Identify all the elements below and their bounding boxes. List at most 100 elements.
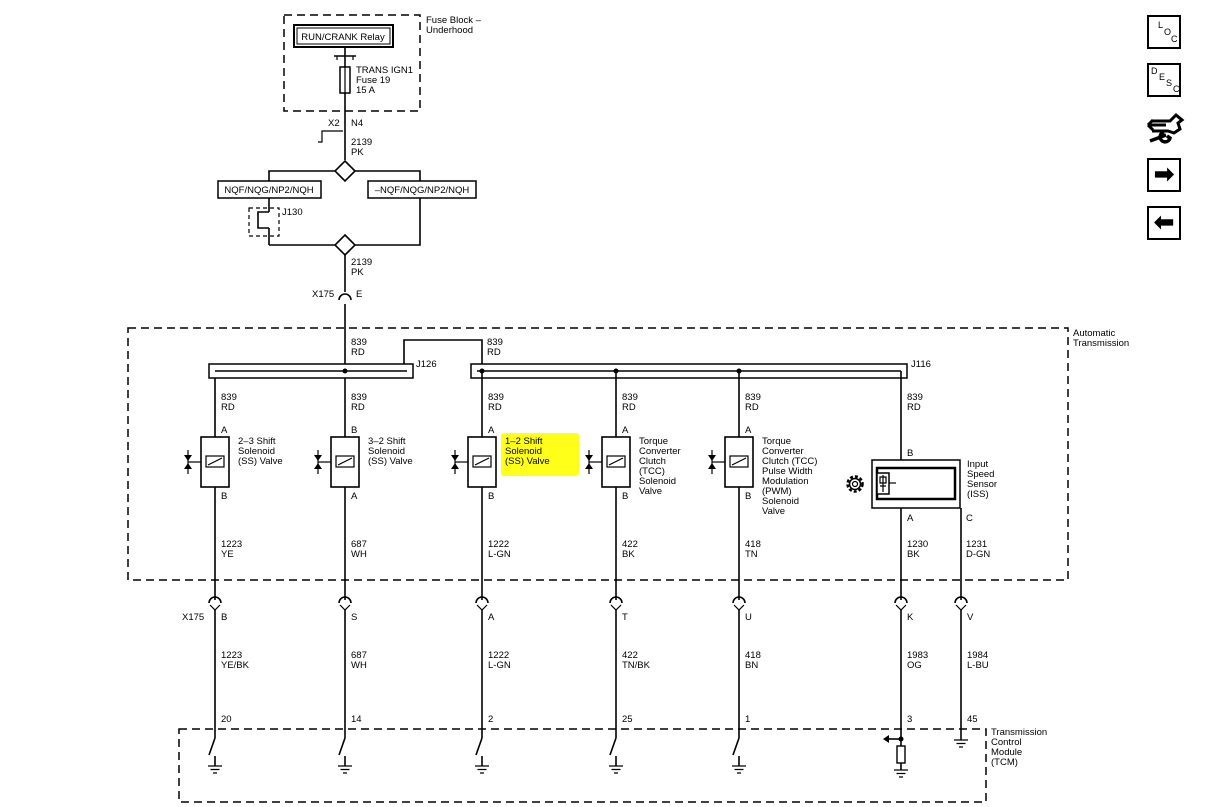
- solenoid-3-label-0: Torque: [639, 436, 668, 447]
- connector-pin-3-symbol: [609, 596, 623, 604]
- solenoid-4-label-4: Modulation: [762, 476, 808, 487]
- harness-wire-2-color: L-GN: [488, 660, 511, 671]
- harness-wire-3-num: 422: [622, 650, 638, 661]
- solenoid-3-label-5: Valve: [639, 486, 662, 497]
- fuse-label-1: TRANS IGN1: [356, 65, 413, 76]
- solenoid-1-wire-top-color: RD: [351, 402, 365, 413]
- harness-wire-5-color: OG: [907, 660, 922, 671]
- gear-icon: [846, 475, 864, 493]
- solenoid-2-wire-top-color: RD: [488, 402, 502, 413]
- description-button[interactable]: D E S C: [1147, 63, 1181, 97]
- ground-icon: [475, 765, 489, 774]
- solenoid-1-wire-bot-color: WH: [351, 549, 367, 560]
- solenoid-2-label-1: Solenoid: [505, 446, 542, 457]
- connector-pin-0-symbol: [208, 596, 222, 604]
- tcm-pin-5-label: 3: [907, 714, 912, 725]
- ground-icon: [208, 765, 222, 774]
- splice-diamond-bottom: [333, 233, 357, 257]
- solenoid-0-pin-bottom: B: [221, 491, 227, 502]
- connector-pin-3-label: T: [622, 612, 628, 623]
- option-box-right: [367, 180, 477, 199]
- connector-pin-4-symbol: [732, 596, 746, 604]
- loc-letter-o: O: [1164, 27, 1172, 37]
- connector-x175-label: X175: [182, 612, 204, 623]
- iss-wire-c-color: D-GN: [966, 549, 990, 560]
- solenoid-4-wire-bot-color: TN: [745, 549, 758, 560]
- solenoid-2-label-2: (SS) Valve: [505, 456, 550, 467]
- tcm-label-4: (TCM): [991, 757, 1018, 768]
- solenoid-1-label-2: (SS) Valve: [368, 456, 413, 467]
- solenoid-3-pin-top: A: [622, 425, 629, 436]
- solenoid-2-wire-bot-color: L-GN: [488, 549, 511, 560]
- iss-wire-top-num: 839: [907, 392, 923, 403]
- tcm-pin-3-label: 25: [622, 714, 633, 725]
- desc-letter-d: D: [1151, 66, 1158, 76]
- solenoid-4-label-2: Clutch (TCC): [762, 456, 817, 467]
- option-label-left: NQF/NQG/NP2/NQH: [224, 185, 313, 196]
- splice-j126-label: J126: [416, 359, 437, 370]
- highlight-mark: [501, 433, 579, 476]
- harness-wire-3-color: TN/BK: [622, 660, 651, 671]
- harness-wire-1-num: 687: [351, 650, 367, 661]
- connector-pin-4-label: U: [745, 612, 752, 623]
- solenoid-4-label-0: Torque: [762, 436, 791, 447]
- previous-button[interactable]: ⬅: [1147, 206, 1181, 240]
- transmission-title-2: Transmission: [1073, 338, 1129, 349]
- harness-wire-5-num: 1983: [907, 650, 928, 661]
- solenoid-4-label-6: Solenoid: [762, 496, 799, 507]
- solenoid-3-wire-top-num: 839: [622, 392, 638, 403]
- ground-icon: [894, 769, 908, 778]
- fuse-block-boundary: [283, 14, 421, 112]
- wire-2139-num-top: 2139: [351, 137, 372, 148]
- tcm-pin-6-label: 45: [967, 714, 978, 725]
- solenoid-2-pin-bottom: B: [488, 491, 494, 502]
- resistor-symbol: [896, 745, 906, 764]
- connector-pin-5-symbol: [894, 596, 908, 604]
- feed-right-num: 839: [487, 337, 503, 348]
- desc-letter-s: S: [1166, 78, 1173, 88]
- harness-wire-4-num: 418: [745, 650, 761, 661]
- connector-pin-2-symbol: [475, 596, 489, 604]
- ground-icon: [609, 765, 623, 774]
- iss-wire-a-color: BK: [907, 549, 920, 560]
- splice-j130-box: [248, 207, 280, 237]
- solenoid-3-label-3: (TCC): [639, 466, 665, 477]
- tools-button[interactable]: [1144, 111, 1186, 149]
- tcm-pin-1-label: 14: [351, 714, 362, 725]
- harness-wire-0-color: YE/BK: [221, 660, 250, 671]
- tcm-label-1: Transmission: [991, 727, 1047, 738]
- iss-wire-top-color: RD: [907, 402, 921, 413]
- iss-wire-c-num: 1231: [966, 539, 987, 550]
- wire-2139-color-top: PK: [351, 147, 364, 158]
- loc-letter-l: L: [1158, 20, 1164, 30]
- solenoid-4-label-3: Pulse Width: [762, 466, 813, 477]
- tcm-label-3: Module: [991, 747, 1022, 758]
- solenoid-2-pin-top: A: [488, 425, 495, 436]
- tcm-pin-1-switch: [338, 737, 346, 756]
- connector-pin-e-label: E: [356, 289, 362, 300]
- solenoid-0-label-2: (SS) Valve: [238, 456, 283, 467]
- feed-left-num: 839: [351, 337, 367, 348]
- pin-x2-label: X2: [328, 118, 340, 129]
- solenoid-1-wire-bot-num: 687: [351, 539, 367, 550]
- desc-letter-e: E: [1159, 72, 1166, 82]
- next-button[interactable]: ➡: [1147, 158, 1181, 192]
- tcm-pin-3-switch: [609, 737, 617, 756]
- solenoid-2-label-0: 1–2 Shift: [505, 436, 543, 447]
- solenoid-0-wire-top-color: RD: [221, 402, 235, 413]
- connector-pin-0-label: B: [221, 612, 227, 623]
- location-button[interactable]: L O C: [1147, 15, 1181, 49]
- harness-wire-1-color: WH: [351, 660, 367, 671]
- connector-pin-1-label: S: [351, 612, 357, 623]
- iss-label-3: Sensor: [967, 479, 997, 490]
- iss-pin-b: B: [907, 448, 913, 459]
- pin-n4-label: N4: [351, 118, 363, 129]
- connector-pin-2-label: A: [488, 612, 495, 623]
- solenoid-3-wire-bot-num: 422: [622, 539, 638, 550]
- solenoid-2-wire-bot-num: 1222: [488, 539, 509, 550]
- connector-x175-top-label: X175: [312, 289, 334, 300]
- harness-wire-0-num: 1223: [221, 650, 242, 661]
- connector-x175-e-symbol: [338, 293, 352, 301]
- tcm-pin-0-label: 20: [221, 714, 232, 725]
